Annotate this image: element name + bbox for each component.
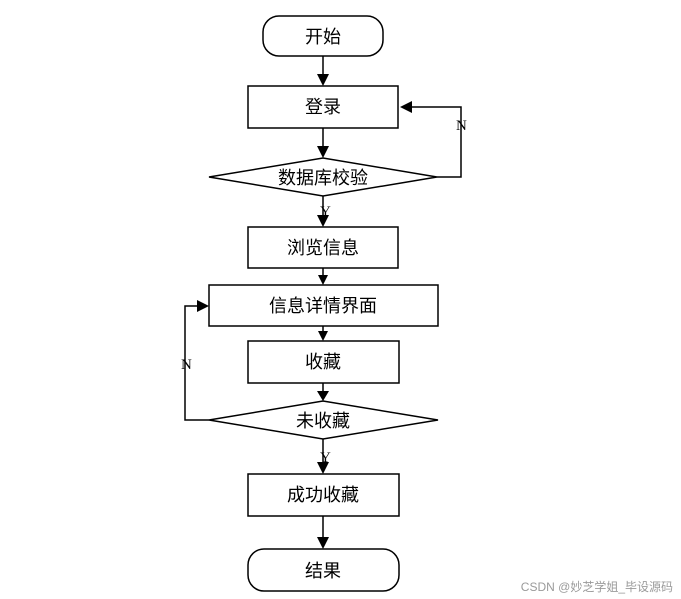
success-node — [247, 473, 400, 517]
dbcheck-label: 数据库校验 — [278, 168, 368, 189]
arrowhead-login-dbcheck — [317, 146, 329, 158]
arrowhead-detail-favorite — [318, 331, 328, 341]
success-label: 成功收藏 — [287, 485, 359, 506]
watermark: CSDN @妙芝学姐_毕设源码 — [521, 579, 673, 594]
arrowhead-browse-detail — [318, 275, 328, 285]
browse-label: 浏览信息 — [287, 238, 359, 259]
notfav-no-loop — [184, 305, 209, 421]
detail-node — [208, 284, 439, 327]
arrowhead-start-login — [317, 74, 329, 86]
notfav-label: 未收藏 — [296, 411, 350, 432]
dbcheck-no-label: N — [456, 118, 467, 134]
notfav-node — [208, 400, 439, 440]
arrowhead-dbcheck-browse — [317, 215, 329, 227]
end-node — [247, 548, 400, 592]
dbcheck-yes-label: Y — [320, 204, 331, 220]
notfav-no-label: N — [181, 357, 192, 373]
start-label: 开始 — [305, 27, 341, 48]
arrowhead-notfav-no — [197, 300, 209, 312]
arrowhead-dbcheck-no — [400, 101, 412, 113]
arrowhead-favorite-check — [317, 391, 329, 401]
dbcheck-no-loop — [410, 106, 462, 178]
arrowhead-success-end — [317, 537, 329, 549]
login-node — [247, 85, 399, 129]
detail-label: 信息详情界面 — [269, 296, 377, 317]
end-label: 结果 — [305, 561, 341, 582]
login-label: 登录 — [305, 97, 341, 118]
notfav-yes-label: Y — [320, 450, 331, 466]
favorite-label: 收藏 — [305, 352, 341, 373]
arrowhead-notfav-success — [317, 462, 329, 474]
